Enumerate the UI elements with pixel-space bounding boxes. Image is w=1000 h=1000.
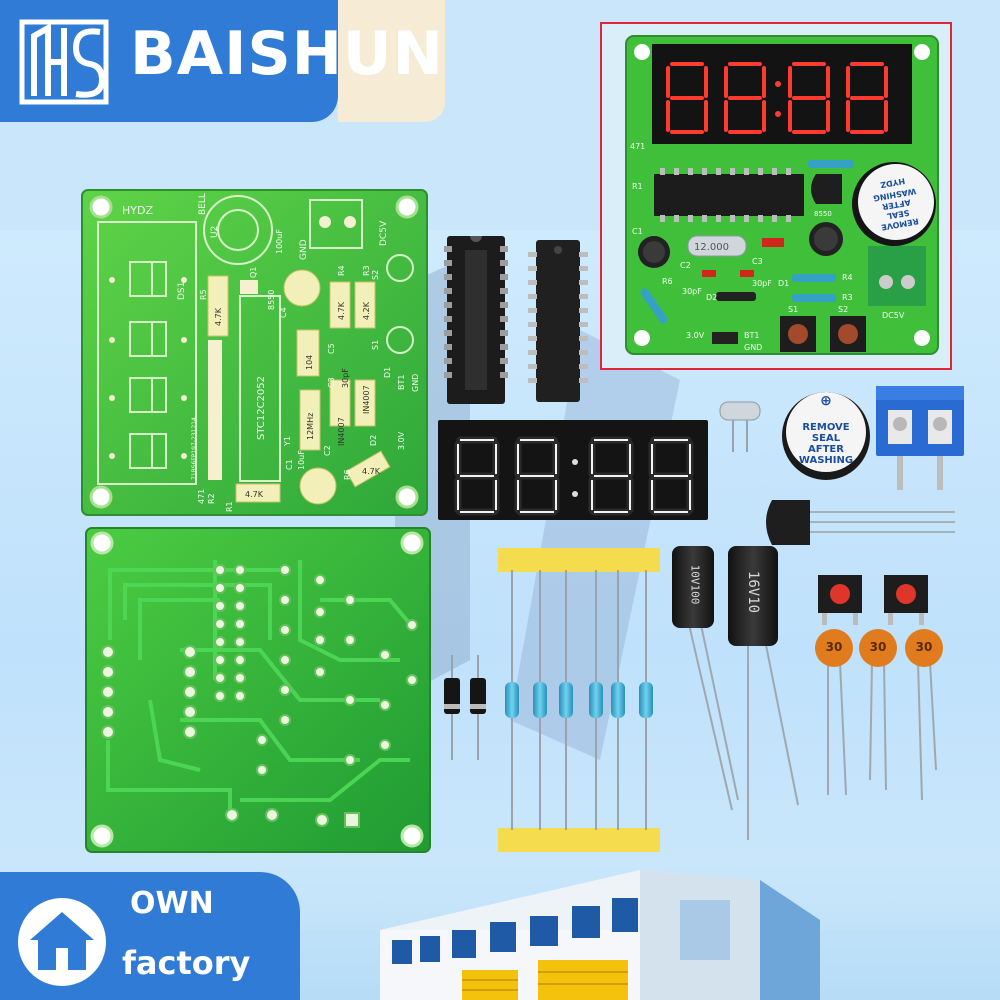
- inset-label-r3: R3: [842, 293, 853, 302]
- hs-logo-icon: [19, 19, 109, 105]
- pcb-label-hydz: HYDZ: [122, 204, 153, 217]
- pcb-label-100uf: 100uF: [275, 229, 284, 254]
- inset-label-c1: C1: [632, 227, 643, 236]
- pcb-label-bt1: BT1: [397, 375, 406, 390]
- inset-label-30pf-a: 30pF: [682, 287, 702, 296]
- pcb-label-r3: R3: [362, 265, 371, 276]
- pcb-label-r1-value: 4.7K: [245, 490, 264, 499]
- ic-socket: [444, 236, 508, 404]
- pcb-label-r5-value: 4.7K: [214, 307, 223, 326]
- pcb-label-3v: 3.0V: [397, 431, 406, 450]
- pcb-label-r6-value: 4.7K: [362, 467, 381, 476]
- pcb-label-r4-value: 4.7K: [337, 301, 346, 320]
- pcb-label-dc5v: DC5V: [379, 220, 389, 246]
- inset-label-30pf-b: 30pF: [752, 279, 772, 288]
- inset-label-c3: C3: [752, 257, 763, 266]
- pcb-label-104: 104: [305, 355, 314, 370]
- inset-label-crystal: 12.000: [694, 242, 729, 253]
- buzzer: ⊕: [782, 392, 870, 480]
- seven-segment-display: [438, 420, 708, 520]
- house-icon: [18, 898, 106, 986]
- brand-header-cream: [338, 0, 445, 122]
- inset-label-r6: R6: [662, 277, 673, 286]
- brand-name: BAISHUN: [130, 24, 444, 84]
- pcb-label-ic: STC12C2052: [256, 376, 267, 440]
- terminal-block: [876, 386, 964, 490]
- svg-text:⊕: ⊕: [820, 393, 832, 409]
- brand-header: BAISHUN: [0, 0, 445, 122]
- pcb-back: [85, 527, 431, 853]
- crystal: [719, 401, 761, 452]
- pcb-label-r1: R1: [225, 501, 234, 512]
- pcb-label-s1: S1: [371, 340, 380, 350]
- pcb-label-r3-value: 4.2K: [362, 301, 371, 320]
- pcb-label-q1: Q1: [249, 267, 258, 278]
- pcb-label-c4: C4: [279, 307, 288, 318]
- inset-label-471: 471: [630, 142, 645, 151]
- inset-label-s1: S1: [788, 305, 798, 314]
- pcb-label-d1-value: IN4007: [362, 385, 371, 414]
- pcb-label-s2: S2: [371, 270, 380, 280]
- pcb-label-gnd-2: GND: [411, 374, 420, 392]
- pcb-label-c3-value: 30pF: [341, 368, 350, 388]
- pcb-label-gnd: GND: [299, 239, 309, 260]
- assembled-board: 471 R1 C1 12.000 C2 R6 30pF 30pF C3 R4 R…: [625, 35, 939, 355]
- pcb-label-c5: C5: [327, 343, 336, 354]
- tactile-switches: [818, 575, 928, 625]
- assembled-board-inset: 471 R1 C1 12.000 C2 R6 30pF 30pF C3 R4 R…: [600, 22, 952, 370]
- pcb-front: HYDZ BELL U2 GND DC5V DS1 R5 4.7K Q1 855…: [81, 189, 428, 516]
- pcb-label-d1: D1: [383, 367, 392, 378]
- electrolytic-capacitors: [672, 546, 799, 840]
- pcb-label-bell: BELL: [198, 193, 208, 215]
- inset-buzzer-line: HYDZ: [879, 176, 905, 189]
- resistor-tape-bottom: [498, 828, 660, 852]
- pcb-label-y1: Y1: [283, 436, 292, 447]
- pcb-label-d2: D2: [369, 435, 378, 446]
- pcb-label-c2: C2: [323, 445, 332, 456]
- inset-label-r1: R1: [632, 182, 643, 191]
- inset-label-dc5v: DC5V: [882, 311, 905, 320]
- inset-label-c2: C2: [680, 261, 691, 270]
- own-label: OWN: [130, 886, 214, 921]
- inset-label-d2: D2: [706, 293, 717, 302]
- inset-label-r4: R4: [842, 273, 853, 282]
- resistor-tape-top: [498, 548, 660, 572]
- inset-label-bt1: BT1: [744, 331, 759, 340]
- factory-label: factory: [122, 944, 251, 982]
- pcb-label-code: 71BS6FP197-231214: [191, 417, 198, 480]
- pcb-label-r5: R5: [199, 289, 208, 300]
- inset-label-8550: 8550: [814, 210, 832, 218]
- pcb-label-8550: 8550: [267, 290, 276, 310]
- pcb-label-u2: U2: [210, 226, 220, 238]
- inset-label-gnd: GND: [744, 343, 762, 352]
- pcb-label-r2-value: 471: [197, 489, 206, 504]
- own-factory-badge: OWN factory: [0, 872, 300, 1000]
- resistor-bodies: [444, 678, 653, 718]
- pcb-label-r2: R2: [207, 493, 216, 504]
- pcb-label-c1: C1: [285, 459, 294, 470]
- inset-buzzer-line: SEAL: [886, 208, 910, 221]
- mcu-chip: [528, 240, 588, 402]
- pcb-label-r4: R4: [337, 265, 346, 276]
- ceramic-capacitors: [815, 629, 943, 801]
- pcb-label-ds1: DS1: [177, 282, 187, 300]
- transistor: [766, 500, 955, 545]
- inset-label-d1: D1: [778, 279, 789, 288]
- pcb-label-r6: R6: [343, 469, 352, 480]
- pcb-label-y1-value: 12MHz: [306, 413, 315, 440]
- brand-name-part1: BAISHUN: [130, 19, 444, 89]
- pcb-label-c1-value: 10uF: [297, 450, 306, 470]
- inset-label-s2: S2: [838, 305, 848, 314]
- pcb-label-c3: C3: [327, 377, 336, 388]
- pcb-label-d2-value: IN4007: [337, 417, 346, 446]
- factory-building: [380, 870, 820, 1000]
- inset-label-3v: 3.0V: [686, 331, 705, 340]
